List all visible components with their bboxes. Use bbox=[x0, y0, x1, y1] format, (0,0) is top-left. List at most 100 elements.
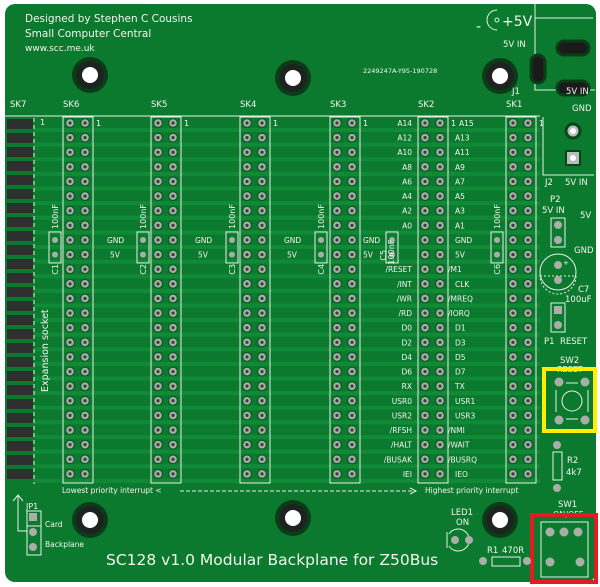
pin-hole bbox=[350, 326, 354, 330]
c7-value: 100uF bbox=[565, 295, 592, 305]
socket-outline-sk6 bbox=[62, 116, 94, 484]
pin-hole bbox=[335, 136, 339, 140]
pin-hole bbox=[245, 340, 249, 344]
signal-label-left: A2 bbox=[402, 207, 412, 216]
pin-hole bbox=[526, 457, 530, 461]
jp1-backplane: Backplane bbox=[45, 540, 84, 549]
rail-label-gnd: GND bbox=[284, 236, 301, 245]
p1-pin-2[interactable] bbox=[554, 321, 562, 329]
pin-hole bbox=[350, 238, 354, 242]
signal-label-left: A8 bbox=[402, 163, 412, 172]
jp1-pin-3[interactable] bbox=[29, 543, 37, 551]
pin-hole bbox=[68, 223, 72, 227]
order-code: 2249247A-Y95-190728 bbox=[363, 67, 437, 75]
pin-hole bbox=[423, 457, 427, 461]
dc-jack-pin-icon bbox=[494, 17, 500, 23]
pin-hole bbox=[438, 267, 442, 271]
pin-hole bbox=[335, 369, 339, 374]
pin1-marker: 1 bbox=[539, 119, 544, 128]
pin-hole bbox=[526, 223, 530, 227]
pin-hole bbox=[83, 355, 87, 359]
j2-hole-2 bbox=[570, 155, 576, 161]
pin-hole bbox=[245, 311, 249, 315]
p2-pin-2[interactable] bbox=[554, 236, 562, 244]
pin-hole bbox=[260, 355, 264, 359]
p2-gnd: GND bbox=[574, 246, 594, 256]
signal-label-right: /BUSRQ bbox=[448, 455, 477, 464]
pin-hole bbox=[171, 223, 175, 227]
signal-label-right: CLK bbox=[455, 280, 470, 289]
pin-hole bbox=[350, 267, 354, 271]
edge-finger bbox=[7, 301, 33, 311]
pin-hole bbox=[245, 209, 249, 213]
pin-hole bbox=[245, 194, 249, 198]
pin-hole bbox=[83, 194, 87, 198]
capacitor-outline-c2 bbox=[136, 231, 150, 264]
sw1-highlight-box bbox=[530, 513, 598, 584]
pin-hole bbox=[350, 399, 354, 403]
pin-hole bbox=[526, 399, 530, 403]
pin-hole bbox=[438, 369, 442, 374]
pin-hole bbox=[350, 121, 354, 125]
signal-label-left: A0 bbox=[402, 221, 412, 230]
r2-body bbox=[552, 451, 563, 481]
priority-arrow-head-icon bbox=[409, 487, 418, 495]
jp1-pin-2[interactable] bbox=[29, 528, 37, 536]
pin-hole bbox=[68, 355, 72, 359]
capacitor-pin bbox=[389, 236, 395, 243]
pin-hole bbox=[245, 165, 249, 169]
pin-hole bbox=[511, 457, 515, 461]
pin-hole bbox=[171, 428, 175, 432]
pin-hole bbox=[260, 238, 264, 242]
mounting-hole bbox=[492, 68, 508, 84]
pin-hole bbox=[335, 282, 339, 286]
pin-hole bbox=[171, 282, 175, 286]
pin-hole bbox=[511, 252, 515, 257]
pin-hole bbox=[511, 369, 515, 374]
edge-finger bbox=[7, 343, 33, 353]
pin-hole bbox=[350, 282, 354, 286]
pin-hole bbox=[68, 194, 72, 198]
sw2-reset-switch[interactable] bbox=[554, 377, 590, 425]
led1 bbox=[446, 528, 473, 552]
p2-pin-1[interactable] bbox=[554, 221, 562, 229]
p1-pin-1[interactable] bbox=[554, 306, 562, 314]
sw1-power-switch[interactable] bbox=[540, 521, 589, 578]
pin-hole bbox=[511, 136, 515, 140]
mounting-hole bbox=[82, 512, 98, 528]
pin-hole bbox=[245, 369, 249, 374]
j1-pad-bottom[interactable] bbox=[555, 79, 591, 97]
signal-label-right: A11 bbox=[455, 148, 470, 157]
c7-outline bbox=[539, 253, 577, 291]
pin-hole bbox=[438, 282, 442, 286]
pin-hole bbox=[68, 399, 72, 403]
signal-label-left: USR0 bbox=[392, 397, 412, 406]
pin-hole bbox=[438, 121, 442, 125]
pin-hole bbox=[335, 296, 339, 301]
p2-outline bbox=[550, 217, 566, 248]
j1-pad-side[interactable] bbox=[529, 53, 547, 85]
pin-hole bbox=[260, 472, 264, 476]
edge-finger bbox=[7, 133, 33, 143]
j1-pad-top[interactable] bbox=[555, 39, 591, 57]
pin-hole bbox=[335, 457, 339, 461]
pin-hole bbox=[68, 311, 72, 315]
pin-hole bbox=[423, 355, 427, 359]
edge-finger bbox=[7, 119, 33, 129]
led1-label: LED1 bbox=[451, 508, 473, 518]
jp1-pin-1[interactable] bbox=[29, 513, 37, 521]
pin-hole bbox=[68, 326, 72, 330]
p2-5v: 5V bbox=[580, 211, 591, 221]
mounting-hole bbox=[285, 70, 301, 86]
pin-hole bbox=[526, 165, 530, 169]
pin-hole bbox=[438, 355, 442, 359]
pin-hole bbox=[83, 223, 87, 227]
pin-hole bbox=[438, 194, 442, 198]
socket-outline-sk4 bbox=[239, 116, 271, 484]
pin-hole bbox=[438, 413, 442, 417]
pin-hole bbox=[335, 194, 339, 198]
mounting-hole bbox=[82, 67, 98, 83]
pin-hole bbox=[438, 384, 442, 388]
